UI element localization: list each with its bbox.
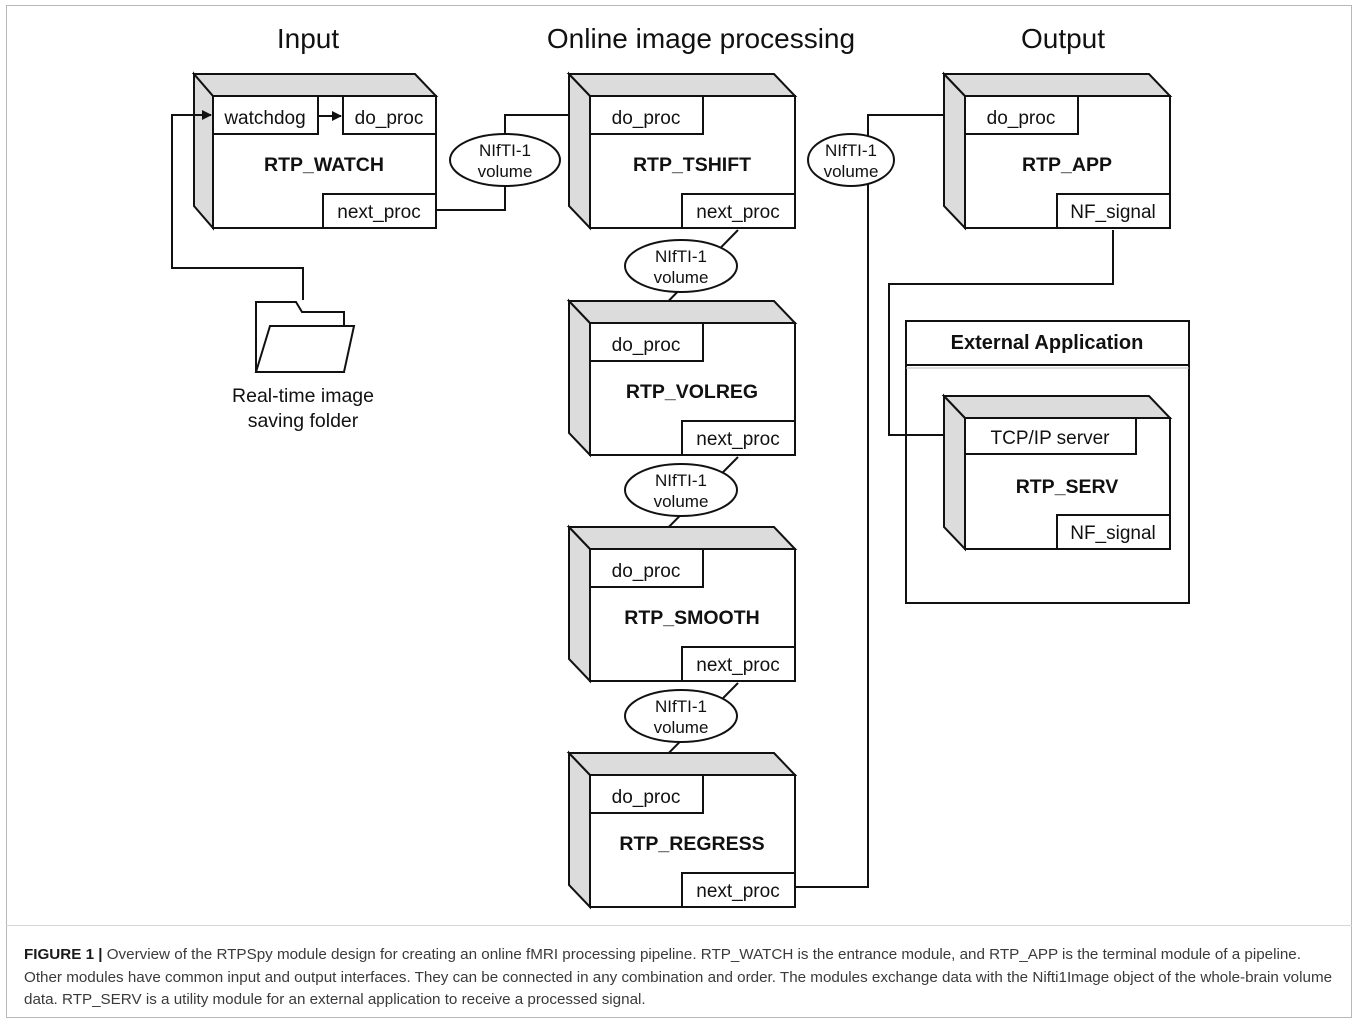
caption-text: Overview of the RTPSpy module design for… (24, 946, 1333, 1008)
ellipse-2-line2: volume (654, 268, 709, 287)
watch-title: RTP_WATCH (264, 154, 384, 176)
folder-icon (254, 301, 356, 373)
module-rtp-volreg: do_proc RTP_VOLREG next_proc (566, 298, 798, 458)
smooth-next-proc-port: next_proc (696, 655, 779, 676)
smooth-do-proc-port: do_proc (612, 561, 681, 582)
module-rtp-tshift: do_proc RTP_TSHIFT next_proc (566, 71, 798, 231)
ellipse-3-line1: NIfTI-1 (655, 471, 707, 490)
app-do-proc-port: do_proc (987, 108, 1056, 129)
watch-next-proc-port: next_proc (337, 202, 420, 223)
serv-title: RTP_SERV (1016, 476, 1119, 498)
regress-title: RTP_REGRESS (619, 833, 764, 855)
regress-do-proc-port: do_proc (612, 787, 681, 808)
volreg-title: RTP_VOLREG (626, 381, 758, 403)
ellipse-4-line2: volume (654, 718, 709, 737)
module-rtp-watch: watchdog do_proc RTP_WATCH next_proc (191, 71, 439, 231)
serv-tcp-server-port: TCP/IP server (991, 428, 1111, 449)
ellipse-4-line1: NIfTI-1 (655, 697, 707, 716)
pipeline-diagram: Input Online image processing Output wat… (171, 23, 1190, 910)
folder-to-watch-arrow (171, 110, 304, 300)
smooth-title: RTP_SMOOTH (624, 607, 759, 629)
folder-label-line1: Real-time image (232, 385, 374, 407)
folder-label-line2: saving folder (248, 410, 359, 432)
ellipse-5-line2: volume (824, 162, 879, 181)
caption-divider (6, 925, 1352, 926)
tshift-title: RTP_TSHIFT (633, 154, 751, 176)
ellipse-5-line1: NIfTI-1 (825, 141, 877, 160)
app-to-serv-arrow (888, 230, 1114, 440)
tshift-next-proc-port: next_proc (696, 202, 779, 223)
volreg-next-proc-port: next_proc (696, 429, 779, 450)
ellipse-1-line1: NIfTI-1 (479, 141, 531, 160)
section-title-input: Input (277, 23, 339, 54)
external-application-title: External Application (951, 332, 1144, 354)
app-nf-signal-port: NF_signal (1070, 202, 1156, 223)
tshift-do-proc-port: do_proc (612, 108, 681, 129)
caption-label: FIGURE 1 | (24, 946, 103, 963)
ellipse-3-line2: volume (654, 492, 709, 511)
data-ellipse-5 (807, 133, 895, 187)
data-ellipse-4 (624, 689, 738, 743)
watch-do-proc-port: do_proc (355, 108, 424, 129)
watch-watchdog-port: watchdog (223, 108, 305, 129)
module-rtp-serv: TCP/IP server RTP_SERV NF_signal (941, 393, 1173, 552)
figure-frame (6, 5, 1352, 1018)
data-ellipse-2 (624, 239, 738, 293)
section-title-online: Online image processing (547, 23, 855, 54)
app-title: RTP_APP (1022, 154, 1112, 176)
ellipse-1-line2: volume (478, 162, 533, 181)
data-ellipse-3 (624, 463, 738, 517)
module-rtp-regress: do_proc RTP_REGRESS next_proc (566, 750, 798, 910)
data-ellipse-1 (449, 133, 561, 187)
ellipse-2-line1: NIfTI-1 (655, 247, 707, 266)
section-title-output: Output (1021, 23, 1105, 54)
volreg-do-proc-port: do_proc (612, 335, 681, 356)
regress-next-proc-port: next_proc (696, 881, 779, 902)
module-rtp-app: do_proc RTP_APP NF_signal (941, 71, 1173, 231)
serv-nf-signal-port: NF_signal (1070, 523, 1156, 544)
module-rtp-smooth: do_proc RTP_SMOOTH next_proc (566, 524, 798, 684)
figure-caption: FIGURE 1 | Overview of the RTPSpy module… (24, 944, 1334, 1012)
regress-to-app-arrow (795, 110, 964, 888)
